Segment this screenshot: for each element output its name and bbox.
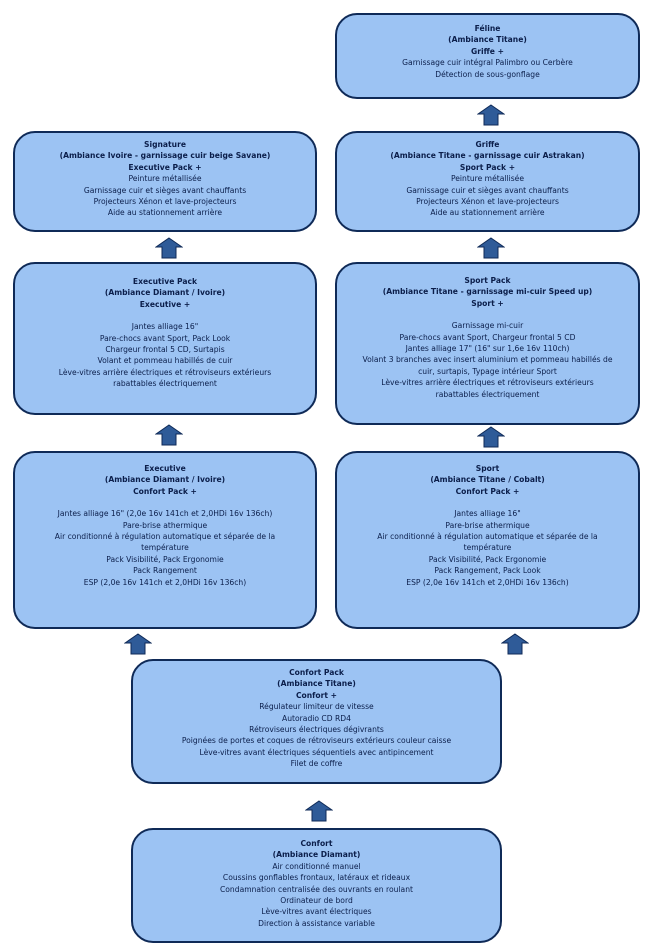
feature-item: Garnissage cuir et sièges avant chauffan… — [406, 185, 569, 195]
feature-item: cuir, surtapis, Typage intérieur Sport — [418, 366, 557, 376]
feature-item: Direction à assistance variable — [258, 918, 375, 928]
feature-item: température — [141, 543, 189, 553]
arrow-up-icon — [477, 426, 505, 448]
feature-item: rabattables électriquement — [113, 379, 217, 389]
box-title-line: Griffe — [475, 140, 500, 149]
feature-item: Coussins gonflables frontaux, latéraux e… — [222, 873, 411, 883]
box-title-line: Executive + — [139, 299, 191, 309]
box-title-line: Sport — [475, 464, 500, 473]
feature-item: Autoradio CD RD4 — [282, 713, 351, 723]
feature-item: Jantes alliage 16" — [131, 322, 199, 332]
box-title-line: Signature — [144, 140, 186, 149]
box-title-line: Féline — [474, 24, 501, 33]
feature-item: Pack Visibilité, Pack Ergonomie — [428, 554, 547, 564]
executive-box: Executive (Ambiance Diamant / Ivoire)Conf… — [13, 451, 317, 629]
feature-item: Aide au stationnement arrière — [430, 208, 545, 218]
feature-item: Peinture métallisée — [450, 174, 525, 184]
feature-item: Garnissage cuir et sièges avant chauffan… — [83, 185, 247, 195]
feature-item: Volant et pommeau habillés de cuir — [97, 356, 233, 366]
feature-item: Lève-vitres avant électriques — [261, 907, 372, 917]
feature-item: Garnissage cuir intégral Palimbro ou Cer… — [402, 58, 573, 68]
box-title-line: Sport + — [471, 298, 504, 308]
box-title-line: (Ambiance Diamant / Ivoire) — [104, 475, 226, 485]
executive-pack-box: Executive Pack (Ambiance Diamant / Ivoire… — [13, 262, 317, 415]
box-title-line: (Ambiance Titane / Cobalt) — [430, 475, 545, 485]
feature-item: Poignées de portes et coques de rétrovis… — [181, 736, 452, 746]
feature-item: Pare-chocs avant Sport, Pack Look — [99, 333, 231, 343]
feature-item: Régulateur limiteur de vitesse — [259, 702, 374, 712]
signature-box: Signature (Ambiance Ivoire - garnissage c… — [13, 131, 317, 232]
feature-item: Pack Visibilité, Pack Ergonomie — [106, 554, 224, 564]
feature-item: Lève-vitres arrière électriques et rétro… — [58, 367, 272, 377]
feature-item: Rétroviseurs électriques dégivrants — [249, 725, 384, 735]
feature-item: Lève-vitres arrière électriques et rétro… — [381, 378, 594, 388]
feature-item: ESP (2,0e 16v 141ch et 2,0HDi 16v 136ch) — [83, 577, 247, 587]
box-title-line: (Ambiance Diamant / Ivoire) — [104, 288, 226, 298]
box-title-line: (Ambiance Titane - garnissage mi-cuir Sp… — [382, 287, 593, 297]
box-title-line: Confort Pack + — [133, 486, 197, 496]
box-title-line: Sport Pack + — [459, 162, 516, 172]
feature-item: Jantes alliage 17" (16" sur 1,6e 16v 110… — [405, 344, 570, 354]
confort-box: Confort (Ambiance Diamant)Air conditionné… — [131, 828, 502, 943]
box-title-line: Sport Pack — [464, 276, 511, 285]
feature-item: Volant 3 branches avec insert aluminium … — [362, 355, 613, 365]
feature-item: Jantes alliage 16" — [454, 509, 521, 519]
feature-item: Projecteurs Xénon et lave-projecteurs — [93, 197, 237, 207]
box-title-line: Griffe + — [471, 46, 504, 56]
feature-item: Chargeur frontal 5 CD, Surtapis — [105, 345, 225, 355]
box-title-line: Confort Pack — [289, 668, 344, 677]
feature-item: Lève-vitres avant électriques séquentiel… — [199, 747, 434, 757]
feature-item: Ordinateur de bord — [280, 896, 353, 906]
feature-item: Peinture métallisée — [128, 174, 202, 184]
box-title-line: (Ambiance Diamant) — [272, 850, 361, 860]
spacer — [21, 497, 309, 508]
feline-box: Féline (Ambiance Titane)Griffe + Garnissag… — [335, 13, 640, 99]
box-title-line: (Ambiance Titane - garnissage cuir Astra… — [390, 151, 585, 161]
feature-item: Garnissage mi-cuir — [451, 321, 524, 331]
feature-item: Filet de coffre — [290, 759, 343, 769]
arrow-up-icon — [155, 424, 183, 446]
feature-item: ESP (2,0e 16v 141ch et 2,0HDi 16v 136ch) — [406, 577, 569, 587]
spacer — [343, 497, 632, 508]
feature-item: Pare-brise athermique — [122, 520, 208, 530]
sport-box: Sport (Ambiance Titane / Cobalt)Confort P… — [335, 451, 640, 629]
sport-pack-box: Sport Pack (Ambiance Titane - garnissage … — [335, 262, 640, 425]
feature-item: Aide au stationnement arrière — [107, 208, 223, 218]
feature-item: Pack Rangement, Pack Look — [434, 566, 541, 576]
arrow-up-icon — [477, 237, 505, 259]
spacer — [21, 310, 309, 321]
box-title-line: (Ambiance Titane) — [448, 35, 527, 45]
feature-item: Pare-brise athermique — [445, 520, 530, 530]
box-title-line: Confort Pack + — [455, 486, 520, 496]
feature-item: Détection de sous-gonflage — [435, 69, 540, 79]
box-title-line: Executive Pack — [132, 277, 198, 286]
confort-pack-box: Confort Pack (Ambiance Titane)Confort + Ré… — [131, 659, 502, 784]
feature-item: Air conditionné manuel — [272, 861, 361, 871]
arrow-up-icon — [305, 800, 333, 822]
feature-item: Condamnation centralisée des ouvrants en… — [219, 884, 414, 894]
arrow-up-icon — [477, 104, 505, 126]
box-title-line: (Ambiance Ivoire - garnissage cuir beige… — [59, 151, 271, 161]
griffe-box: Griffe (Ambiance Titane - garnissage cuir… — [335, 131, 640, 232]
box-title-line: Executive — [144, 464, 186, 473]
feature-item: Projecteurs Xénon et lave-projecteurs — [416, 197, 559, 207]
feature-item: Pack Rangement — [133, 566, 197, 576]
feature-item: Air conditionné à régulation automatique… — [54, 532, 276, 542]
box-title-line: Executive Pack + — [128, 162, 202, 172]
arrow-up-icon — [124, 633, 152, 655]
feature-item: rabattables électriquement — [435, 389, 540, 399]
box-title-line: Confort — [300, 839, 333, 848]
spacer — [343, 309, 632, 320]
feature-item: Pare-chocs avant Sport, Chargeur frontal… — [399, 332, 576, 342]
box-title-line: (Ambiance Titane) — [277, 679, 356, 689]
feature-item: température — [463, 543, 512, 553]
feature-item: Air conditionné à régulation automatique… — [377, 532, 598, 542]
arrow-up-icon — [501, 633, 529, 655]
feature-item: Jantes alliage 16" (2,0e 16v 141ch et 2,… — [57, 509, 273, 519]
arrow-up-icon — [155, 237, 183, 259]
box-title-line: Confort + — [295, 690, 338, 700]
